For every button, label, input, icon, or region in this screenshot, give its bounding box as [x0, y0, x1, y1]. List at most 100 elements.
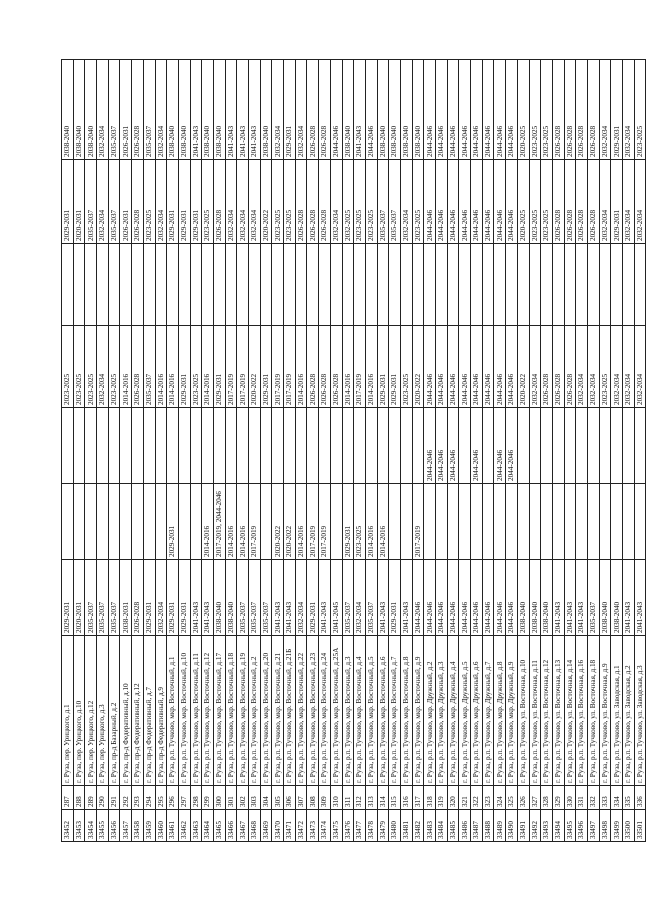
table-cell [330, 483, 342, 560]
table-cell [599, 407, 611, 484]
table-cell [634, 483, 646, 560]
table-cell: г. Руза, р.п. Тучково, мкр. Дружный, д.4 [447, 635, 459, 786]
table-cell: г. Руза, р.п. Тучково, мкр. Восточный, д… [178, 635, 191, 786]
table-cell [318, 243, 331, 326]
table-cell: 33475 [330, 809, 342, 842]
table-cell [73, 243, 85, 326]
table-cell: 2029-2031 [610, 59, 623, 160]
table-cell [529, 407, 541, 484]
table-cell: 314 [377, 785, 389, 810]
table-cell: 2023-2025 [61, 325, 74, 408]
table-cell: 2026-2028 [552, 325, 565, 408]
table-cell: 33498 [599, 809, 611, 842]
table-cell: 2029-2031 [610, 159, 623, 244]
table-cell [236, 407, 249, 484]
table-cell: г. Руза, р.п. Тучково, ул. Заводская, д.… [622, 635, 635, 786]
table-cell: 2023-2025 [353, 159, 366, 244]
table-cell: 33483 [423, 809, 436, 842]
table-cell: 2038-2040 [225, 559, 237, 636]
table-cell: 33454 [84, 809, 97, 842]
table-cell: 2044-2046 [412, 559, 424, 636]
table-cell: г. Руза, р.п. Тучково, мкр. Восточный, д… [166, 635, 179, 786]
table-cell: 334 [610, 785, 623, 810]
table-cell: 2038-2040 [377, 59, 389, 160]
table-cell: 2029-2031 [306, 559, 319, 636]
table-cell: г. Руза, р.п. Тучково, мкр. Дружный, д.8 [493, 635, 506, 786]
table-cell: 297 [178, 785, 191, 810]
table-cell [166, 407, 179, 484]
table-cell: 2041-2043 [400, 559, 413, 636]
table-cell: 2017-2019 [271, 325, 284, 408]
table-cell: 33473 [306, 809, 319, 842]
table-cell: 2026-2028 [213, 159, 226, 244]
table-cell: 33459 [143, 809, 155, 842]
table-cell: 33488 [482, 809, 494, 842]
table-cell [119, 483, 132, 560]
table-cell [119, 243, 132, 326]
table-cell: 33501 [634, 809, 646, 842]
table-cell: 2023-2025 [412, 159, 424, 244]
table-cell [143, 407, 155, 484]
table-cell: 2026-2031 [119, 159, 132, 244]
table-cell [447, 483, 459, 560]
table-cell: 2026-2028 [318, 159, 331, 244]
table-cell: 304 [260, 785, 272, 810]
table-cell: 33468 [248, 809, 261, 842]
table-cell: г. Руза, р.п. Тучково, мкр. Восточный, д… [342, 635, 354, 786]
table-cell: 33497 [587, 809, 600, 842]
table-cell: 2032-2034 [622, 159, 635, 244]
table-cell: 2041-2043 [575, 559, 588, 636]
table-cell: 2044-2046 [505, 159, 518, 244]
table-cell: 2032-2034 [622, 325, 635, 408]
table-cell [423, 243, 436, 326]
table-cell: 2035-2037 [108, 159, 120, 244]
table-cell: 2041-2045 [330, 559, 342, 636]
table-cell: 2032-2034 [634, 159, 646, 244]
table-cell: 2026-2028 [318, 325, 331, 408]
table-cell: г. Руза, р.п. Тучково, мкр. Восточный, д… [225, 635, 237, 786]
table-cell: 2023-2025 [108, 325, 120, 408]
table-cell: 2014-2016 [365, 325, 378, 408]
table-cell: 2041-2043 [190, 59, 202, 160]
table-cell [73, 483, 85, 560]
table-cell [634, 407, 646, 484]
table-cell [458, 243, 471, 326]
table-cell: 288 [73, 785, 85, 810]
table-cell: г. Руза, пр-д Базарный, д.2 [108, 635, 120, 786]
table-cell [295, 243, 307, 326]
table-cell [634, 243, 646, 326]
table-cell: 331 [575, 785, 588, 810]
table-cell [260, 407, 272, 484]
table-cell: 2044-2046 [423, 559, 436, 636]
table-cell: г. Руза, р.п. Тучково, мкр. Восточный, д… [400, 635, 413, 786]
table-cell [84, 483, 97, 560]
table-cell [318, 407, 331, 484]
table-cell: 330 [564, 785, 576, 810]
table-cell: 326 [517, 785, 529, 810]
table-cell: 2032-2034 [599, 59, 611, 160]
table-cell: 33499 [610, 809, 623, 842]
table-cell: 33500 [622, 809, 635, 842]
table-cell [423, 483, 436, 560]
table-cell: г. Руза, р.п. Тучково, мкр. Восточный, д… [412, 635, 424, 786]
table-cell [400, 407, 413, 484]
table-cell [470, 483, 483, 560]
table-cell [108, 483, 120, 560]
table-cell: 2026-2028 [330, 325, 342, 408]
table-cell: 2029-2031 [178, 159, 191, 244]
table-cell [271, 243, 284, 326]
table-cell: 2035-2037 [342, 559, 354, 636]
table-cell: 2044-2046 [493, 59, 506, 160]
table-cell: 2044-2046 [423, 407, 436, 484]
table-cell: 2044-2046 [458, 59, 471, 160]
table-cell: 2032-2025 [342, 159, 354, 244]
table-cell: 2017-2019, 2044-2046 [213, 483, 226, 560]
